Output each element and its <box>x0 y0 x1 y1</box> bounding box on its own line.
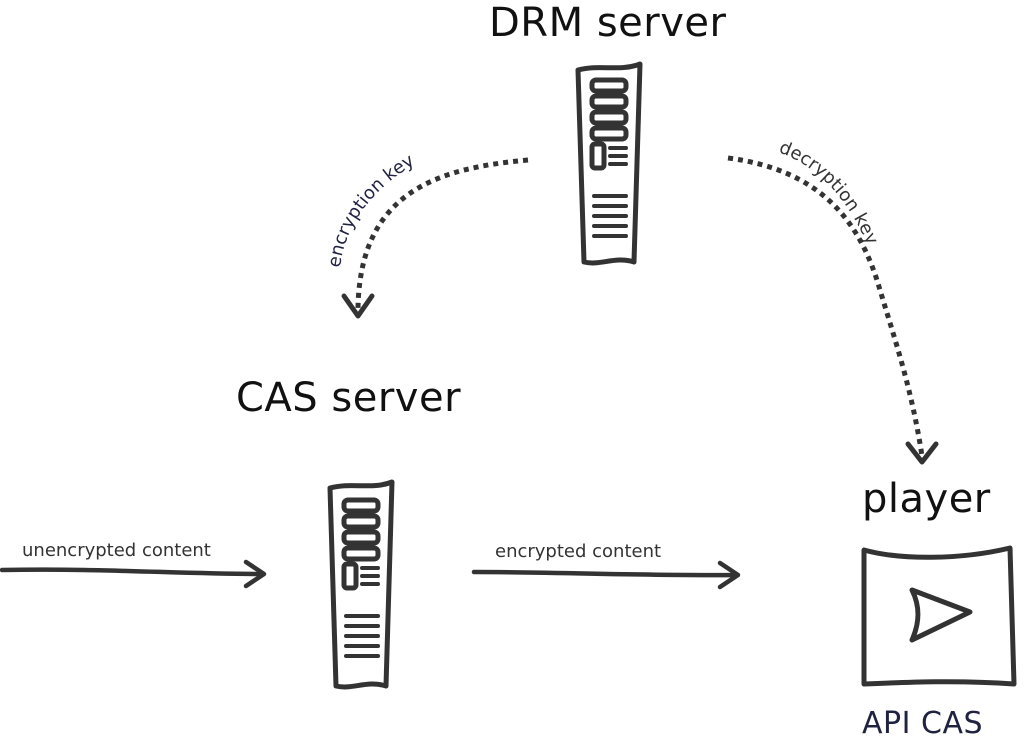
drm-server-title: DRM server <box>489 0 727 46</box>
encrypted-content-label: encrypted content <box>495 541 662 562</box>
encryption-key-arrow <box>341 157 529 319</box>
decryption-key-label: decryption key <box>776 137 882 248</box>
encryption-key-label: encryption key <box>324 150 418 269</box>
decryption-key-arrow <box>727 155 939 465</box>
drm-server-icon <box>575 61 643 266</box>
player-window-icon <box>861 545 1017 687</box>
cas-server-title: CAS server <box>236 375 462 421</box>
cas-server-icon <box>327 479 395 690</box>
unencrypted-content-arrow <box>0 559 267 589</box>
unencrypted-content-label: unencrypted content <box>22 540 211 561</box>
encrypted-content-arrow <box>471 560 741 590</box>
api-cas-label: API CAS <box>862 706 984 741</box>
player-title: player <box>862 476 991 522</box>
